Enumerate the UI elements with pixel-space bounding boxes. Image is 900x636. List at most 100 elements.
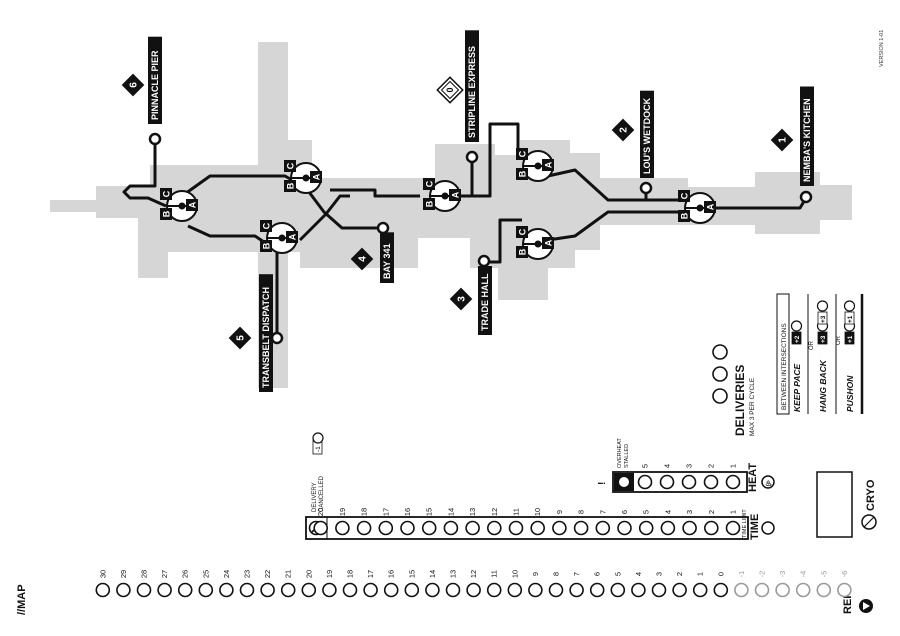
rep-cell[interactable]: 5 xyxy=(610,572,626,598)
rep-cell[interactable]: 24 xyxy=(219,570,234,598)
cost-chip[interactable]: +1 xyxy=(843,320,856,345)
junction-port-b[interactable]: B xyxy=(260,240,272,252)
rep-cell[interactable]: -3 xyxy=(775,571,790,598)
time-cell[interactable]: 1 xyxy=(725,510,741,536)
cost-chip[interactable]: +1 xyxy=(843,300,856,325)
location-stops xyxy=(148,132,813,345)
time-cell[interactable]: 4 xyxy=(660,510,676,536)
cancel-line1: DELIVERY xyxy=(312,482,318,512)
rep-cell[interactable]: 13 xyxy=(445,570,461,598)
heat-cell[interactable]: 5 xyxy=(637,464,653,490)
time-cell[interactable]: 3 xyxy=(682,510,697,536)
time-cell[interactable]: 14 xyxy=(443,508,459,536)
time-cell[interactable]: 2 xyxy=(703,510,719,536)
heat-cell[interactable]: 1 xyxy=(725,464,741,490)
cryo-slot[interactable] xyxy=(816,471,853,538)
rep-cell[interactable]: 21 xyxy=(280,570,296,598)
svg-text:5: 5 xyxy=(236,335,247,341)
rep-cell[interactable]: 20 xyxy=(301,570,317,598)
clock-icon xyxy=(761,521,775,535)
rep-cell[interactable]: 10 xyxy=(507,570,523,598)
rep-cell[interactable]: 3 xyxy=(651,572,667,598)
rep-cell[interactable]: 8 xyxy=(548,572,564,598)
junction-port-b[interactable]: B xyxy=(423,198,435,210)
junction-port-b[interactable]: B xyxy=(678,210,690,222)
rep-cell[interactable]: 23 xyxy=(239,570,255,598)
time-cell[interactable]: 5 xyxy=(638,510,654,536)
svg-text:11: 11 xyxy=(512,508,521,516)
rep-cell[interactable]: -5 xyxy=(816,571,832,598)
rep-cell[interactable]: 11 xyxy=(486,570,502,598)
junction-port-a[interactable]: A xyxy=(704,201,716,213)
time-cell[interactable]: 19 xyxy=(335,508,350,536)
cost-chip[interactable]: +2 xyxy=(790,320,803,345)
rep-cell[interactable]: 9 xyxy=(528,572,543,598)
time-cell[interactable]: 18 xyxy=(356,508,372,536)
delivery-slot[interactable] xyxy=(712,344,728,360)
rep-cell[interactable]: 1 xyxy=(692,572,708,598)
svg-text:21: 21 xyxy=(284,570,293,578)
heat-cell[interactable]: 3 xyxy=(681,464,697,490)
svg-text:A: A xyxy=(312,173,322,180)
rep-cell[interactable]: 16 xyxy=(383,570,399,598)
junction-port-a[interactable]: A xyxy=(310,171,322,183)
cost-chip[interactable]: +3 xyxy=(816,320,829,345)
delivery-slot[interactable] xyxy=(712,366,728,382)
time-cell[interactable]: 13 xyxy=(465,508,480,536)
junction-port-c[interactable]: C xyxy=(678,190,690,202)
rep-cell[interactable]: 26 xyxy=(177,570,193,598)
junction-port-a[interactable]: A xyxy=(186,199,198,211)
rep-cell[interactable]: 4 xyxy=(631,572,646,598)
cryo-box: CRYO xyxy=(816,471,877,538)
time-cell[interactable]: 6 xyxy=(617,510,632,536)
time-cell[interactable]: 20 xyxy=(313,508,329,536)
junction-port-c[interactable]: C xyxy=(516,148,528,160)
rep-cell[interactable]: 14 xyxy=(425,570,440,598)
junction-port-b[interactable]: B xyxy=(516,246,528,258)
delivery-slot[interactable] xyxy=(712,388,728,404)
time-cell[interactable]: 12 xyxy=(486,508,502,536)
time-cell[interactable]: 8 xyxy=(573,510,589,536)
time-cell[interactable]: 10 xyxy=(530,508,546,536)
junction-port-a[interactable]: A xyxy=(542,159,554,171)
rep-cell[interactable]: 6 xyxy=(589,572,605,598)
junction-port-c[interactable]: C xyxy=(160,188,172,200)
heat-cell[interactable]: 2 xyxy=(703,464,719,490)
rep-cell[interactable]: 12 xyxy=(466,570,481,598)
cost-chip[interactable]: +3 xyxy=(816,300,829,325)
rep-cell[interactable]: 0 xyxy=(713,572,729,598)
rep-cell[interactable]: -6 xyxy=(837,571,852,598)
junction-port-b[interactable]: B xyxy=(516,168,528,180)
junction-port-c[interactable]: C xyxy=(516,226,528,238)
rep-cell[interactable]: 27 xyxy=(157,570,172,598)
junction-port-a[interactable]: A xyxy=(449,189,461,201)
junction-port-c[interactable]: C xyxy=(260,220,272,232)
time-cell[interactable]: 15 xyxy=(421,508,437,536)
time-cell[interactable]: 16 xyxy=(400,508,415,536)
junction-port-b[interactable]: B xyxy=(284,180,296,192)
rep-cell[interactable]: 17 xyxy=(363,570,378,598)
rep-cell[interactable]: 7 xyxy=(569,572,584,598)
junction-port-b[interactable]: B xyxy=(160,208,172,220)
junction-port-c[interactable]: C xyxy=(284,160,296,172)
time-cell[interactable]: 17 xyxy=(378,508,394,536)
rep-cell[interactable]: 15 xyxy=(404,570,420,598)
rep-cell[interactable]: 19 xyxy=(322,570,337,598)
time-cell[interactable]: 11 xyxy=(508,508,524,536)
junction-port-a[interactable]: A xyxy=(542,237,554,249)
rep-cell[interactable]: 18 xyxy=(342,570,358,598)
rep-cell[interactable]: 22 xyxy=(260,570,275,598)
rep-cell[interactable]: 30 xyxy=(95,570,111,598)
rep-cell[interactable]: 29 xyxy=(116,570,131,598)
rep-cell[interactable]: 2 xyxy=(672,572,687,598)
rep-cell[interactable]: 28 xyxy=(136,570,152,598)
rep-cell[interactable]: -1 xyxy=(734,571,749,598)
heat-cell[interactable]: 4 xyxy=(659,464,675,490)
time-cell[interactable]: 9 xyxy=(552,510,567,536)
rep-cell[interactable]: 25 xyxy=(198,570,214,598)
junction-port-a[interactable]: A xyxy=(286,231,298,243)
rep-cell[interactable]: -2 xyxy=(754,571,770,598)
rep-cell[interactable]: -4 xyxy=(795,571,811,598)
junction-port-c[interactable]: C xyxy=(423,178,435,190)
time-cell[interactable]: 7 xyxy=(595,510,611,536)
